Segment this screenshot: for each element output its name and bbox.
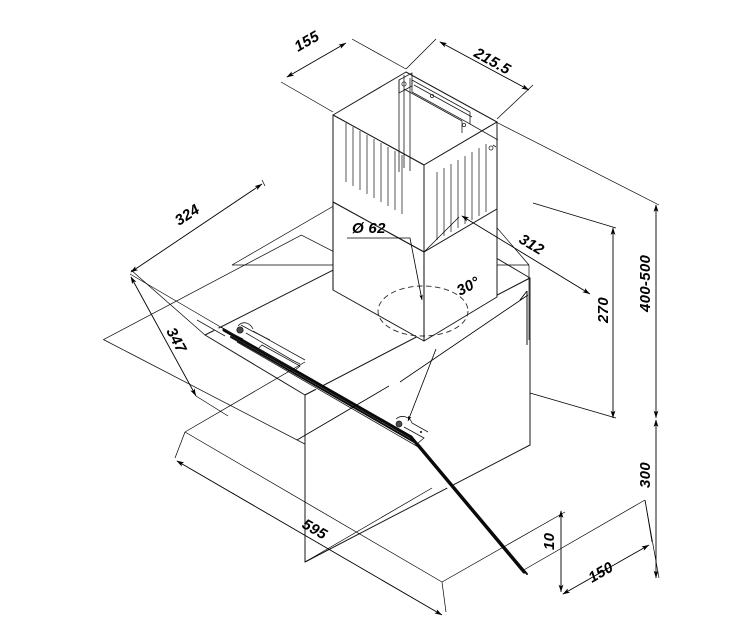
glass-panel-group [196,319,528,575]
angle-arrow-head [519,290,528,301]
outlet-circle-group [377,285,469,337]
dimline-324 [130,183,263,273]
dimline-150 [562,544,650,595]
glass-panel-back-edge [196,319,226,337]
dimension-label-10: 10 [541,532,558,550]
mounting-bracket [398,72,499,172]
ext-324-b [261,179,266,187]
chimney-group [332,71,499,342]
dimension-mount-height-range: 400-500 [495,121,660,419]
ext-270-bottom [529,392,617,419]
ext-595-right [441,581,447,613]
dimension-label-270: 270 [595,297,612,324]
dimension-label-400-500: 400-500 [637,254,654,313]
dimension-body-height: 300 [637,419,660,579]
dimension-chimney-height: 270 [529,202,617,419]
dimension-label-outlet: Ø 62 [352,220,386,237]
glass-hinge-right [395,420,403,428]
angle-tail [296,385,390,441]
floor-back-left [184,361,306,433]
angle-leader-upper [399,294,529,383]
dimension-label-300: 300 [637,462,654,488]
floor-right-edge [441,511,566,583]
ext-312-a [423,216,460,253]
dimline-215-5 [439,41,530,91]
dimension-outlet-diameter: Ø 62 [347,220,423,301]
angle-pointer [407,348,437,422]
ext-400-top-b [495,121,660,206]
ext-155-b [351,38,407,70]
construction-lines [332,202,531,447]
glass-hinge-left [236,326,244,334]
ext-2155-a [405,38,437,70]
dimline-347 [130,276,197,397]
chimney-front-louvers [345,123,403,214]
glass-top-bevel-inner [230,336,417,444]
ext-595-left [174,431,186,459]
chimney-right-louvers [436,144,487,240]
dimension-front-lip: 10 [541,510,564,593]
ext-155-a [280,81,334,113]
dimline-595 [176,460,443,616]
ext-270-top [532,202,617,229]
outlet-dashed-circle [377,285,469,337]
ext-2155-b [496,84,534,120]
bottom-right-proj [521,499,646,572]
ext-347-c [195,395,229,417]
glass-top-bevel [222,328,413,439]
ext-150-right [644,499,653,543]
leader-outlet [347,237,423,301]
dimline-312 [461,215,591,295]
dimline-155 [286,42,347,78]
